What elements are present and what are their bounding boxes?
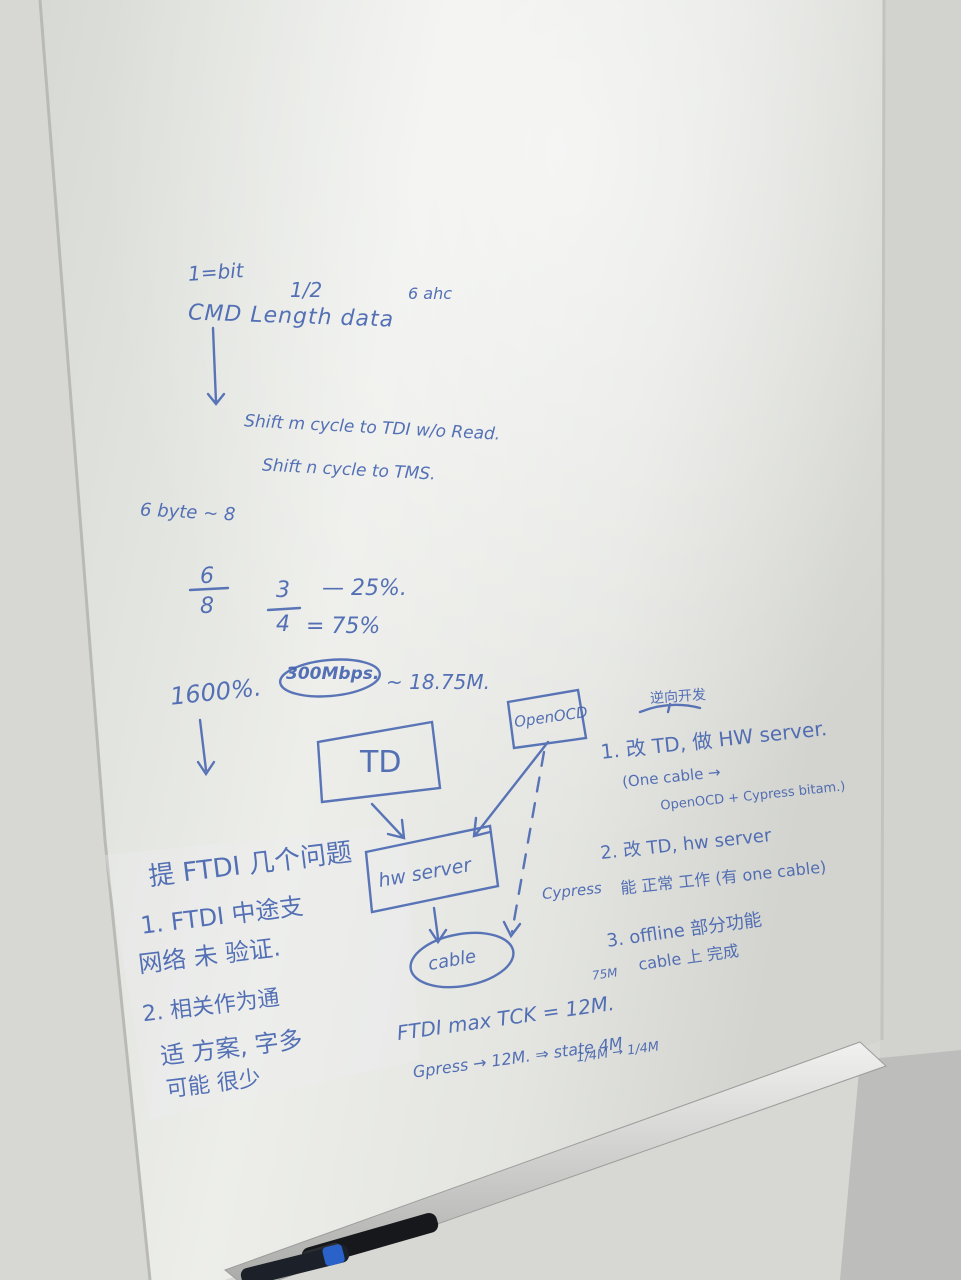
- speed-approx: ~ 18.75M.: [386, 670, 490, 694]
- cable-oval: [409, 931, 515, 989]
- speed-oval: [278, 658, 382, 698]
- bracket-icon: [638, 702, 702, 714]
- right-list-header: 逆向开发: [649, 687, 707, 707]
- speed-mbps: 300Mbps.: [286, 664, 380, 684]
- down-arrow-left-icon: [196, 718, 216, 777]
- fraction-eight: 8: [200, 594, 214, 619]
- td-to-hw-arrow: [370, 802, 406, 840]
- openocd-to-cable-dashed: [510, 750, 546, 934]
- dashed-arrowhead: [502, 920, 522, 939]
- td-box-label: TD: [360, 745, 402, 780]
- pct-75: = 75%: [306, 614, 381, 639]
- openocd-box: [506, 688, 588, 750]
- hw-server-box: [364, 824, 500, 914]
- six-byte-note: 6 byte ~ 8: [139, 499, 236, 526]
- half-note: 1/2: [290, 278, 323, 302]
- cycle-note: 6 ahc: [408, 284, 453, 303]
- fraction-six: 6: [200, 564, 214, 589]
- paper-sheet: [105, 825, 420, 1120]
- board-left-edge: [38, 0, 152, 1280]
- td-box: [316, 720, 442, 804]
- marker-tray: [223, 1041, 887, 1280]
- ftdi-sup-note: 75M: [591, 965, 619, 983]
- bit-note: 1=bit: [187, 258, 245, 286]
- board-right-edge: [880, 0, 886, 1041]
- board-glare: [40, 0, 884, 1280]
- openocd-to-hw-arrow: [472, 740, 550, 838]
- pct-25: — 25%.: [322, 576, 407, 601]
- hw-to-cable-arrow: [428, 906, 448, 945]
- blue-marker[interactable]: [239, 1243, 350, 1280]
- fraction-four: 4: [276, 612, 290, 637]
- down-arrow-icon: [206, 326, 226, 406]
- fraction-bar-3-4: [266, 606, 302, 612]
- fraction-bar-6-8: [188, 586, 230, 592]
- cabinet-panel: [840, 1050, 961, 1280]
- fraction-three: 3: [276, 578, 290, 603]
